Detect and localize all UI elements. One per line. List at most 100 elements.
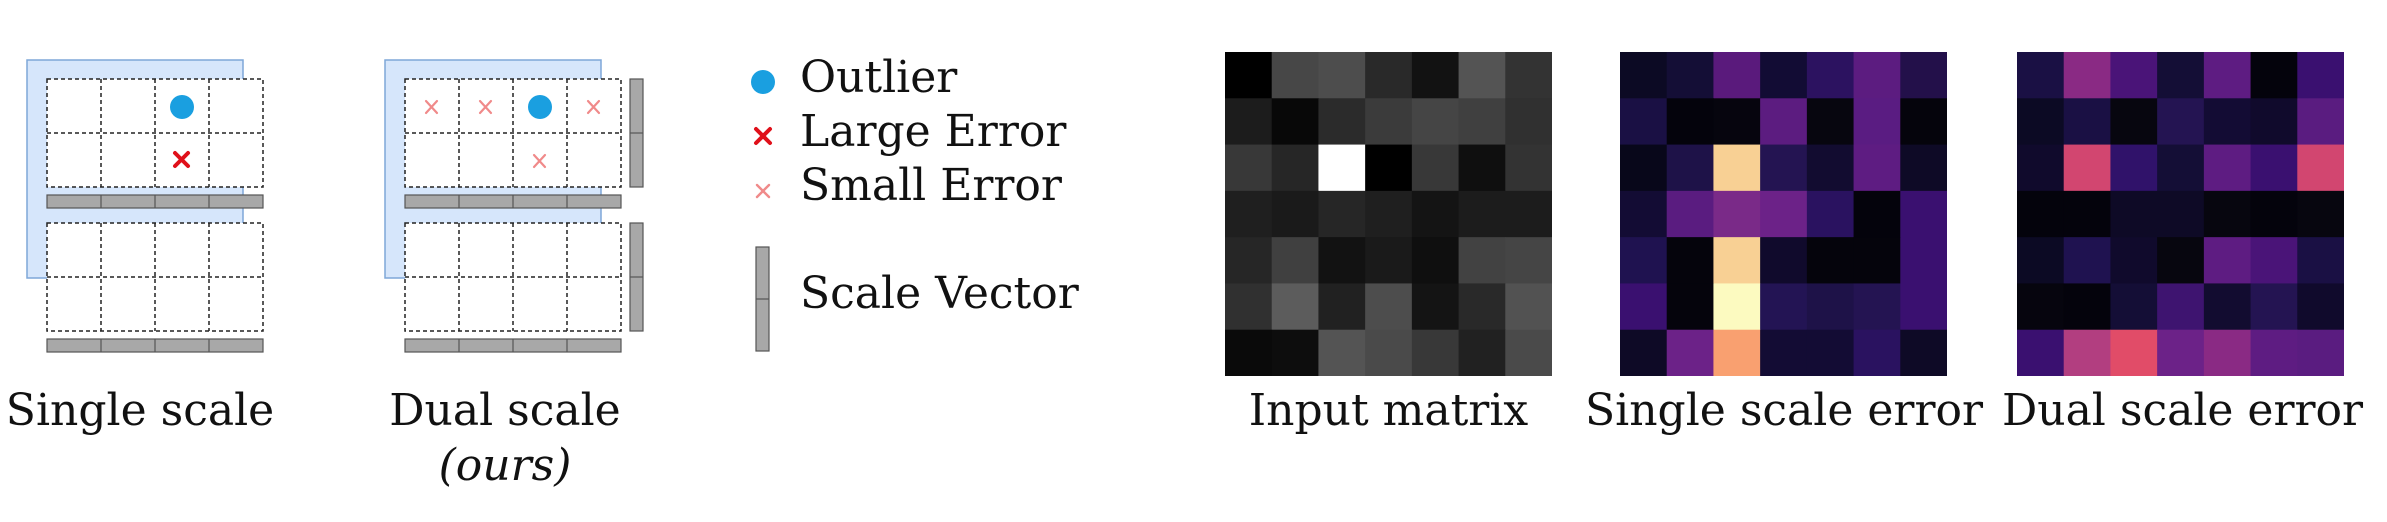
heatmap-cell — [2017, 144, 2065, 192]
heatmap-cell — [1271, 283, 1320, 331]
heatmap-cell — [2017, 52, 2065, 99]
heatmap-cell — [1271, 237, 1320, 285]
heatmap-cell — [1666, 144, 1715, 192]
heatmap-cell — [1853, 98, 1901, 146]
heatmap-cell — [1760, 329, 1808, 376]
heatmap-cell — [1365, 237, 1413, 285]
heatmap-cell — [1225, 98, 1273, 146]
heatmap-cell — [2017, 283, 2065, 331]
heatmap-cell — [1225, 283, 1273, 331]
heatmap-cell — [1666, 98, 1715, 146]
heatmap-cell — [1458, 144, 1506, 192]
scale-vector-bar — [46, 194, 264, 209]
heatmap-cell — [2063, 144, 2112, 192]
caption-dual-scale-note: (ours) — [365, 440, 645, 491]
heatmap-cell — [1505, 144, 1552, 192]
heatmap-cell — [1806, 283, 1855, 331]
heatmap-cell — [2297, 144, 2344, 192]
heatmap-cell — [1225, 190, 1273, 238]
heatmap-cell — [2110, 52, 2158, 99]
heatmap-cell — [1458, 98, 1506, 146]
heatmap-cell — [2297, 52, 2344, 99]
large-error-mark — [173, 151, 190, 168]
heatmap-cell — [1411, 329, 1460, 376]
heatmap-cell — [2110, 144, 2158, 192]
heatmap-cell — [1666, 190, 1715, 238]
heatmap-cell — [2157, 190, 2205, 238]
outlier-dot — [528, 95, 552, 119]
heatmap-cell — [1318, 283, 1366, 331]
heatmap-cell — [1225, 144, 1273, 192]
heatmap-cell — [1505, 329, 1552, 376]
legend-scale-vector-icon — [755, 246, 770, 352]
heatmap-cell — [2297, 329, 2344, 376]
heatmap-cell — [1713, 144, 1761, 192]
heatmap-cell — [2157, 98, 2205, 146]
row-scale-vector-bar — [629, 78, 644, 188]
heatmap-cell — [2063, 283, 2112, 331]
heatmap-cell — [1900, 144, 1947, 192]
legend-small-error-label: Small Error — [800, 160, 1062, 211]
heatmap-cell — [1318, 190, 1366, 238]
heatmap-cell — [2157, 144, 2205, 192]
heatmap-cell — [1411, 190, 1460, 238]
heatmap-cell — [1620, 237, 1668, 285]
legend-large-error-label: Large Error — [800, 106, 1067, 157]
heatmap-cell — [1760, 98, 1808, 146]
heatmap-cell — [1318, 329, 1366, 376]
heatmap-cell — [1713, 190, 1761, 238]
heatmap-cell — [2203, 52, 2252, 99]
upper-block-grid — [46, 78, 264, 188]
heatmap-cell — [2110, 237, 2158, 285]
heatmap-cell — [1505, 237, 1552, 285]
legend-scale-vector-label: Scale Vector — [800, 268, 1079, 319]
heatmap-cell — [1900, 329, 1947, 376]
heatmap-cell — [1760, 283, 1808, 331]
heatmap-cell — [1365, 52, 1413, 99]
heatmap-cell — [1900, 283, 1947, 331]
single-scale-error-heatmap — [1620, 52, 1947, 376]
heatmap-cell — [2017, 98, 2065, 146]
heatmap-cell — [1760, 237, 1808, 285]
heatmap-cell — [2063, 52, 2112, 99]
outlier-dot — [170, 95, 194, 119]
scale-vector-bar — [46, 338, 264, 353]
heatmap-cell — [1271, 144, 1320, 192]
small-error-mark — [478, 99, 493, 115]
dual-scale-diagram — [384, 59, 644, 353]
heatmap-cell — [2297, 283, 2344, 331]
caption-input-matrix: Input matrix — [1248, 385, 1529, 436]
heatmap-cell — [2203, 283, 2252, 331]
heatmap-cell — [1620, 283, 1668, 331]
heatmap-cell — [1505, 283, 1552, 331]
heatmap-cell — [1505, 98, 1552, 146]
heatmap-cell — [1713, 237, 1761, 285]
caption-single-scale-error: Single scale error — [1585, 385, 1983, 436]
heatmap-cell — [1318, 237, 1366, 285]
heatmap-cell — [2157, 237, 2205, 285]
heatmap-cell — [1806, 98, 1855, 146]
heatmap-cell — [2110, 190, 2158, 238]
heatmap-cell — [1666, 283, 1715, 331]
caption-dual-scale-error: Dual scale error — [2001, 385, 2364, 436]
heatmap-cell — [1620, 329, 1668, 376]
heatmap-cell — [2250, 329, 2298, 376]
heatmap-cell — [2297, 190, 2344, 238]
heatmap-cell — [1853, 52, 1901, 99]
heatmap-cell — [1620, 190, 1668, 238]
heatmap-cell — [1318, 144, 1366, 192]
heatmap-cell — [2063, 237, 2112, 285]
legend-outlier-label: Outlier — [800, 52, 958, 103]
caption-dual-scale-note-text: (ours) — [438, 440, 572, 491]
heatmap-cell — [2017, 329, 2065, 376]
caption-single-scale: Single scale — [5, 385, 275, 436]
heatmap-cell — [1225, 329, 1273, 376]
heatmap-cell — [2250, 144, 2298, 192]
heatmap-cell — [1620, 98, 1668, 146]
heatmap-cell — [1900, 190, 1947, 238]
heatmap-cell — [1458, 237, 1506, 285]
heatmap-cell — [1853, 190, 1901, 238]
heatmap-cell — [1853, 237, 1901, 285]
small-error-mark — [532, 153, 547, 169]
heatmap-cell — [1620, 52, 1668, 99]
